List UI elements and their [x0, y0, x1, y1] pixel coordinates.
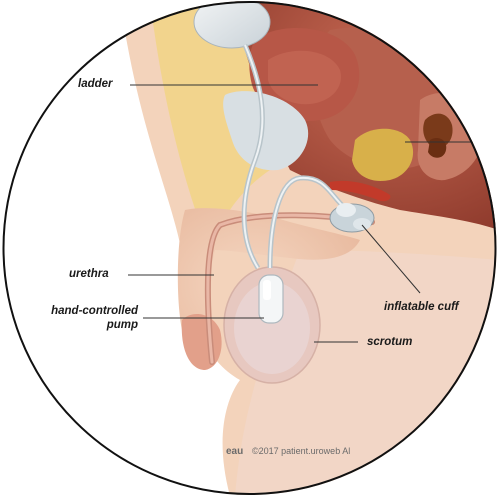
pump-device [259, 275, 283, 323]
svg-text:eau: eau [226, 446, 243, 457]
label-bladder: ladder [78, 78, 113, 91]
reservoir [194, 0, 270, 48]
label-scrotum: scrotum [367, 336, 412, 349]
label-pump-line1: hand-controlled [34, 305, 138, 318]
label-urethra: urethra [69, 268, 109, 281]
label-inflatable-cuff: inflatable cuff [384, 301, 459, 314]
label-pump-line2: pump [34, 319, 138, 332]
copyright-text: ©2017 patient.uroweb Al [252, 446, 350, 456]
